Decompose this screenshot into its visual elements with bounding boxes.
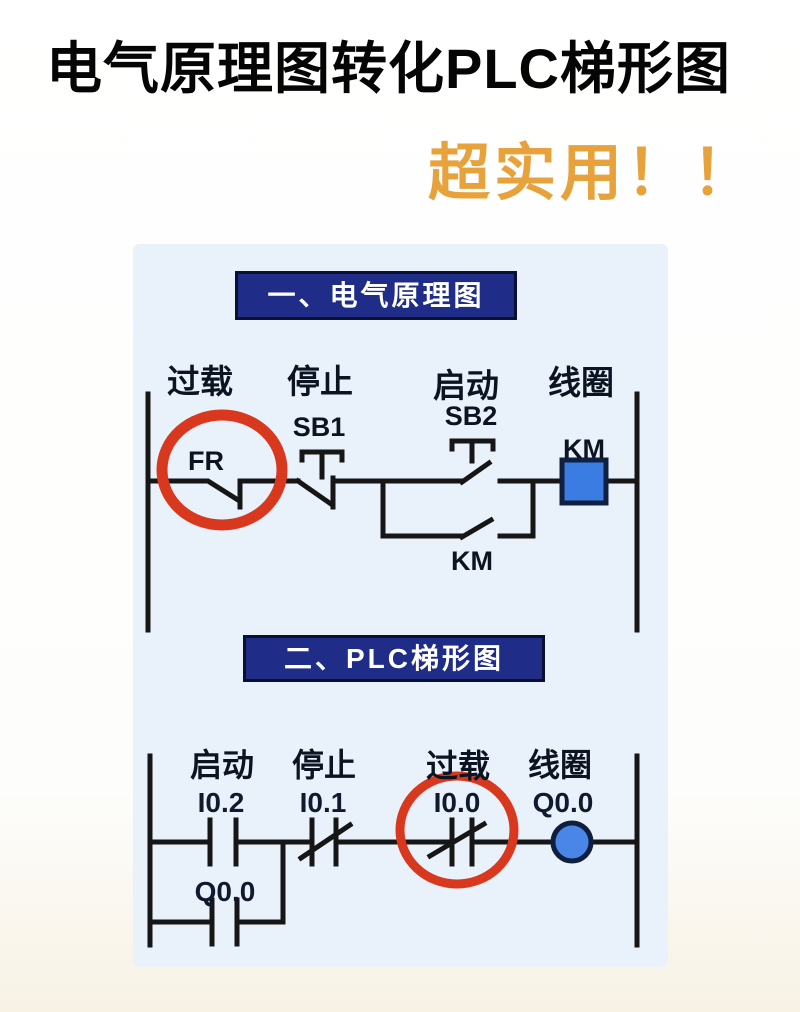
page-title: 电气原理图转化PLC梯形图 — [46, 37, 731, 100]
ladder-label-stop: 停止 — [291, 747, 357, 783]
schematic-label-overload: 过载 — [167, 363, 233, 400]
ladder-label-start: 启动 — [189, 747, 255, 783]
page-subtitle: 超实用！！ — [428, 139, 759, 208]
km-coil-label: KM — [563, 434, 605, 464]
i02-address-label: I0.2 — [197, 787, 245, 818]
q00-latch-label: Q0.0 — [194, 876, 256, 907]
fr-label: FR — [188, 446, 224, 476]
km-contact-label: KM — [451, 546, 493, 576]
ladder-label-coil: 线圈 — [527, 747, 593, 783]
sb2-label: SB2 — [444, 401, 498, 431]
q00-address-label: Q0.0 — [532, 787, 594, 818]
i00-address-label: I0.0 — [433, 787, 481, 818]
section-banner-schematic: 一、电气原理图 — [235, 271, 517, 320]
schematic-label-coil: 线圈 — [548, 364, 614, 401]
sb1-label: SB1 — [292, 412, 346, 442]
content-panel — [133, 244, 668, 967]
schematic-label-start: 启动 — [433, 367, 499, 404]
section-banner-ladder: 二、PLC梯形图 — [243, 635, 545, 682]
ladder-label-overload: 过载 — [425, 748, 491, 784]
i01-address-label: I0.1 — [299, 787, 347, 818]
schematic-label-stop: 停止 — [287, 363, 353, 400]
